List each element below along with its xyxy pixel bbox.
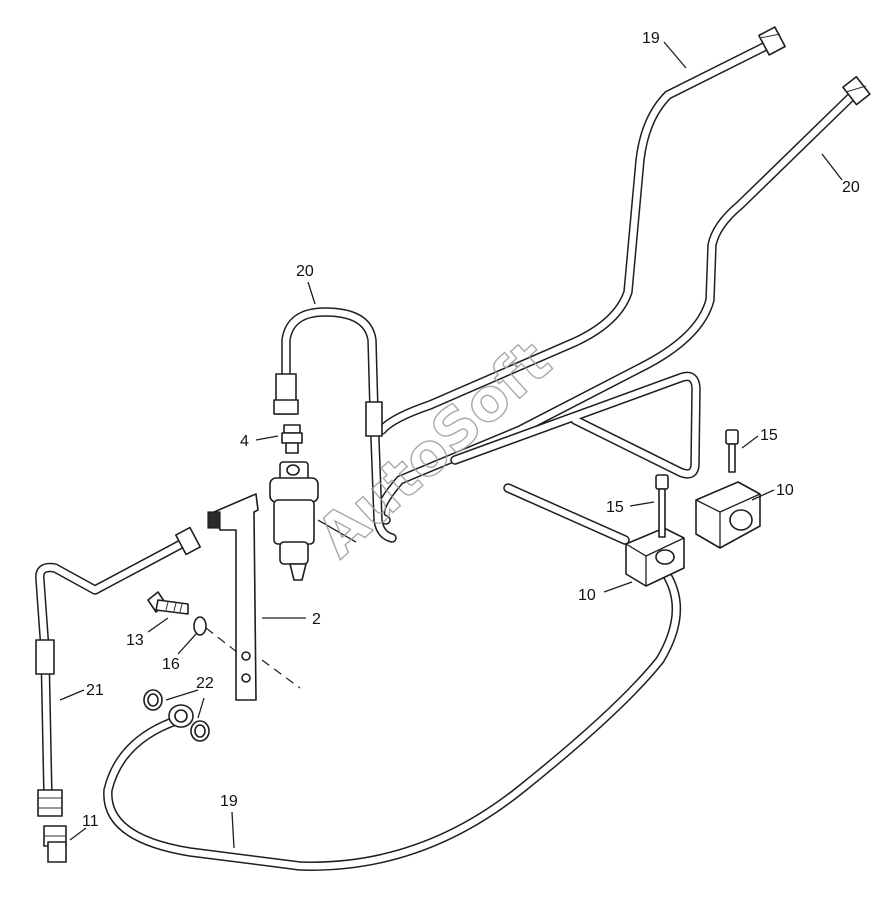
- leader-22-a: [165, 689, 199, 701]
- callout-21: 21: [86, 682, 104, 699]
- leader-19-bottom: [231, 811, 235, 849]
- fitting-top-19-nut: [758, 26, 786, 56]
- tube-20-right: [375, 93, 855, 525]
- bolt-part-13: [147, 591, 189, 615]
- callout-15-mid: 15: [606, 499, 624, 516]
- fuel-filter: [269, 461, 357, 581]
- connector-part-4: [281, 424, 303, 454]
- callout-15-right: 15: [760, 427, 778, 444]
- callout-4: 4: [240, 433, 249, 450]
- seal-ring-part-22-b: [190, 720, 210, 742]
- callout-19-bottom: 19: [220, 793, 238, 810]
- tube-19-upper: [377, 39, 775, 435]
- adapter-part-11: [43, 825, 67, 863]
- callout-20-right: 20: [842, 179, 860, 196]
- banjo-fitting: [168, 704, 194, 728]
- leader-20-right: [821, 153, 843, 181]
- leader-15-mid: [629, 501, 655, 507]
- leader-16: [177, 633, 197, 655]
- leader-10-mid: [603, 581, 633, 593]
- leader-4: [255, 435, 279, 441]
- hose-21-sleeve: [35, 526, 202, 675]
- screw-part-15-right: [725, 429, 739, 473]
- tube-19-lower: [103, 567, 681, 871]
- leader-19-top: [663, 41, 687, 69]
- hose-21-bottom-nut: [37, 789, 63, 817]
- callout-19-top: 19: [642, 30, 660, 47]
- fitting-top-20-nut: [842, 75, 871, 106]
- axis-line-bolt: [205, 627, 243, 657]
- callout-10-mid: 10: [578, 587, 596, 604]
- callout-11: 11: [82, 813, 99, 830]
- tube-20-u-hose: [281, 307, 397, 543]
- axis-line-bracket: [261, 659, 301, 689]
- callout-2: 2: [312, 611, 321, 628]
- leader-10-right: [751, 489, 775, 501]
- watermark: AutoSoft: [304, 327, 564, 570]
- hose-end-left: [273, 373, 299, 415]
- clamp-block-part-10-mid: [625, 527, 685, 587]
- callout-20-upper: 20: [296, 263, 314, 280]
- leader-15-right: [741, 435, 759, 449]
- screw-part-15-mid: [655, 474, 669, 538]
- hose-end-right: [365, 401, 383, 437]
- washer-part-16: [193, 616, 207, 636]
- callout-22: 22: [196, 675, 214, 692]
- clamp-block-part-10-right: [695, 481, 761, 549]
- bracket-frame: [450, 371, 701, 545]
- callout-13: 13: [126, 632, 144, 649]
- seal-ring-part-22-a: [143, 689, 163, 711]
- leader-22-b: [197, 697, 205, 719]
- callout-10-right: 10: [776, 482, 794, 499]
- callout-16: 16: [162, 656, 180, 673]
- leader-21: [59, 689, 85, 701]
- leader-13: [147, 617, 169, 633]
- tube-21-hose: [35, 537, 190, 805]
- leader-11: [69, 827, 87, 841]
- mounting-bracket-part-2: [207, 493, 259, 701]
- leader-20-upper: [307, 281, 316, 305]
